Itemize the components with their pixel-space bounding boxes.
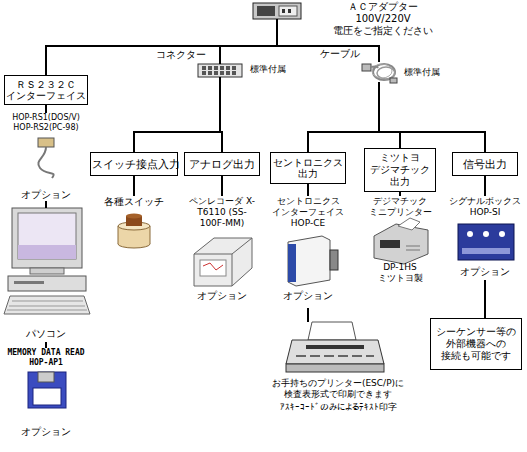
rs232c-cable-icon [38,138,54,178]
node-text: HOP-RS1(DOS/V) HOP-RS2(PC-98) [3,113,89,132]
option-item: セントロニクス インターフェイス HOP-CE オプション [270,196,346,308]
node-text: セントロニクス インターフェイス HOP-CE [271,196,345,228]
connector-line [133,176,135,196]
node-text: スイッチ接点入力 [92,158,176,171]
node-text: セントロニクス 出力 [272,157,344,180]
option-item: HOP-RS1(DOS/V) HOP-RS2(PC-98) オプション [3,113,89,201]
node-text: MEMORY DATA READ HOP-AP1 [0,348,92,367]
option-item: シグナルボックス HOP-SI オプション [448,196,522,280]
node-text: オプション [271,290,345,302]
node-text: ミツトヨ デジマチック 出力 [366,152,434,188]
node-text: ＡＣアダプター 100V/220V 電圧をご指定ください [325,1,441,37]
connector-item: コネクター標準付属 [198,64,242,77]
connector-line [220,19,277,64]
switch-image [118,214,150,249]
category-box: アナログ出力 [184,152,260,176]
node-text: オプション [186,290,258,302]
note-box: シーケンサー等の 外部機器への 接続も可能です [430,318,522,370]
connector-line [307,184,309,196]
diskette-image [28,372,66,408]
node-text: コネクター [156,49,216,61]
connector-line [484,280,486,318]
node-text: シグナルボックス HOP-SI [448,196,522,218]
connector-line [134,77,220,152]
category-box: ＲＳ２３２Ｃ インターフェイス [4,75,88,105]
option-item: ペンレコーダ X-T6110 (SS-100F-MM) オプション [182,196,262,308]
connector-line [45,342,47,348]
signal-box-image [458,224,514,260]
device-item: パソコン [4,208,88,342]
connector-line [379,82,485,152]
node-text: 標準付属 [250,64,300,75]
connector-line [45,201,47,208]
ac-adapter-icon [253,3,301,19]
node-text: ＲＳ２３２Ｃ インターフェイス [6,79,86,102]
node-text: デジマチック ミニプリンター [365,196,435,218]
option-item: MEMORY DATA READ HOP-AP1 オプション [0,348,92,440]
node-text: 信号出力 [454,158,516,171]
node-text: オプション [3,189,89,201]
node-text: 標準付属 [404,67,454,78]
connector-line [45,105,47,113]
connector-line [308,82,379,152]
connector-line [379,82,400,148]
node-text: ケーブル [320,48,370,60]
node-text: お手持ちのプリンター(ESC/P)に 検査表形式で印刷できます [263,378,413,400]
node-text: アナログ出力 [186,158,258,171]
node-text: オプション [448,266,522,278]
connector-line [307,308,309,322]
connector-line [399,192,401,196]
connector-icon [198,64,242,77]
category-box: セントロニクス 出力 [270,152,346,184]
device-item: 各種スイッチ [104,196,164,250]
device-item: お手持ちのプリンター(ESC/P)に 検査表形式で印刷できます ｱｽｷｰｺｰﾄﾞの… [263,322,413,418]
mini-printer-image [374,218,428,264]
personal-computer-image [4,208,90,314]
node-text: DP-1HS ミツトヨ製 [365,262,435,284]
node-text: ペンレコーダ X-T6110 (SS-100F-MM) [186,196,258,228]
node-text: 各種スイッチ [104,196,164,207]
connector-line [221,176,223,196]
connector-line [220,77,222,152]
connector-line [46,19,277,75]
node-text: ｱｽｷｰｺｰﾄﾞのみによるﾃｷｽﾄ印字 [263,402,413,413]
cable-item: ケーブル標準付属 [362,62,396,82]
category-box: スイッチ接点入力 [90,152,178,176]
pen-recorder-image [194,238,252,286]
node-text: オプション [0,426,92,438]
device-item: デジマチック ミニプリンター DP-1HS ミツトヨ製 [362,196,438,286]
printer-image [286,322,384,372]
connector-line [484,176,486,196]
cable-icon [362,64,397,83]
node-text: シーケンサー等の 外部機器への 接続も可能です [433,326,519,362]
centronics-interface-image [288,236,338,286]
node-text: パソコン [4,328,88,340]
category-box: ミツトヨ デジマチック 出力 [364,148,436,192]
category-box: 信号出力 [452,152,518,176]
power-source: ＡＣアダプター 100V/220V 電圧をご指定ください [253,3,301,19]
